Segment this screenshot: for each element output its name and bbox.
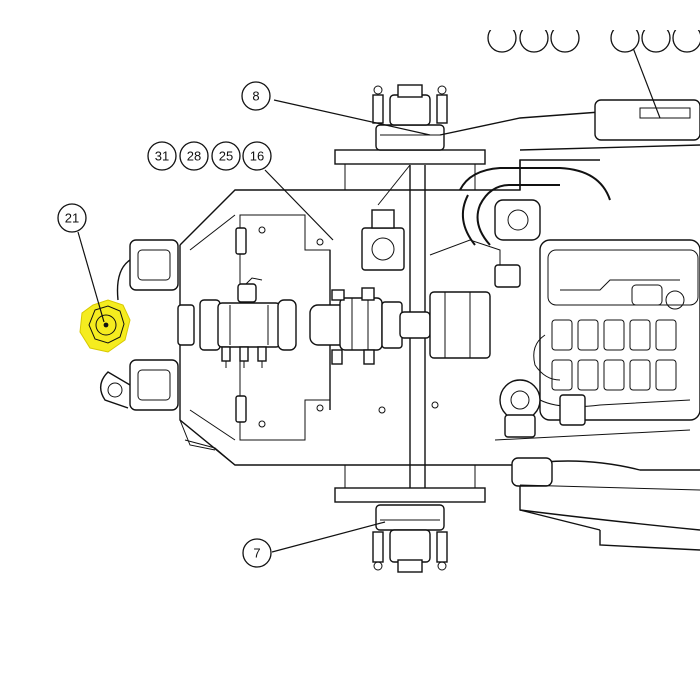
callout-31[interactable]: 31 xyxy=(147,141,177,171)
callout-28[interactable]: 28 xyxy=(179,141,209,171)
bottom-axle-mount xyxy=(372,504,448,573)
callout-8-label: 8 xyxy=(252,89,259,104)
frame-brackets xyxy=(235,226,439,428)
callout-8[interactable]: 8 xyxy=(241,81,271,111)
callout-21-label: 21 xyxy=(65,211,79,226)
main-frame xyxy=(179,149,601,531)
callout-16-label: 16 xyxy=(250,149,264,164)
rear-hitch xyxy=(100,239,195,411)
hydraulic-pump-2 xyxy=(309,287,491,365)
hydraulic-pump xyxy=(199,277,297,368)
callout-21[interactable]: 21 xyxy=(57,203,87,233)
top-axle-mount xyxy=(372,84,448,151)
highlighted-part-21[interactable] xyxy=(79,299,131,353)
callout-28-label: 28 xyxy=(187,149,201,164)
top-crop-band xyxy=(0,0,700,30)
engine-assembly xyxy=(429,99,700,551)
callout-31-label: 31 xyxy=(155,149,169,164)
cropped-callouts-top xyxy=(487,23,700,53)
callout-7[interactable]: 7 xyxy=(242,538,272,568)
callout-25-label: 25 xyxy=(219,149,233,164)
leader-lines xyxy=(77,39,661,553)
mount-plate xyxy=(361,164,411,271)
callout-7-label: 7 xyxy=(253,546,260,561)
callout-16[interactable]: 16 xyxy=(242,141,272,171)
engine-cylinders xyxy=(551,319,677,391)
callout-25[interactable]: 25 xyxy=(211,141,241,171)
